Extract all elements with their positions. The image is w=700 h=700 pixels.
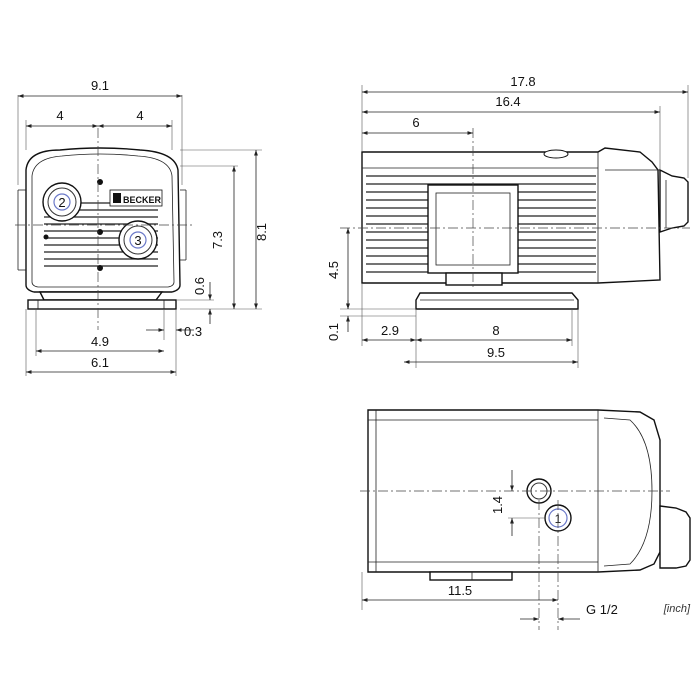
- front-foot-plate: [27, 299, 177, 310]
- top-view: 1 1.4 11.5 G 1/2 [inch]: [360, 409, 691, 630]
- dim-left-half: 4: [56, 108, 63, 123]
- dim-foot-offset: 0.3: [184, 324, 202, 339]
- port-2-label: 2: [58, 195, 65, 210]
- brand-logo-text: BECKER: [123, 195, 162, 205]
- front-port-3: 3: [118, 220, 158, 260]
- units-label: [inch]: [663, 603, 691, 615]
- front-port-2: 2: [42, 182, 82, 222]
- dim-to-center: 6: [412, 115, 419, 130]
- front-housing: [25, 147, 181, 293]
- dim-foot-offset-side: 2.9: [381, 323, 399, 338]
- dim-port-offset: 1.4: [490, 496, 505, 514]
- dim-right-half: 4: [136, 108, 143, 123]
- dim-thread: G 1/2: [586, 602, 618, 617]
- dim-overall-length: 17.8: [510, 74, 535, 89]
- dim-axis-height: 4.5: [326, 261, 341, 279]
- dim-port-position: 11.5: [448, 583, 472, 598]
- dim-foot-height: 0.6: [192, 277, 207, 295]
- front-base: [38, 291, 164, 301]
- side-foot: [415, 292, 579, 310]
- dim-base-width: 6.1: [91, 355, 109, 370]
- dim-height-total: 8.1: [254, 223, 269, 241]
- dim-height-axis: 7.3: [210, 231, 225, 249]
- dim-foot-gap: 0.1: [326, 323, 341, 341]
- logo-plate: [109, 189, 163, 207]
- dim-foot-total: 9.5: [487, 345, 505, 360]
- dim-body-length: 16.4: [495, 94, 520, 109]
- port-3-label: 3: [134, 233, 141, 248]
- side-end-cap: [659, 168, 689, 233]
- side-view: 17.8 16.4 6 4.5 0.1 2.9 8 9.5: [326, 74, 690, 368]
- dim-foot-span: 4.9: [91, 334, 109, 349]
- top-foot: [429, 571, 513, 581]
- dim-foot-span-side: 8: [492, 323, 499, 338]
- top-end-cap: [659, 505, 691, 569]
- front-view: BECKER 2 3 9.1: [15, 78, 269, 376]
- dim-overall-width: 9.1: [91, 78, 109, 93]
